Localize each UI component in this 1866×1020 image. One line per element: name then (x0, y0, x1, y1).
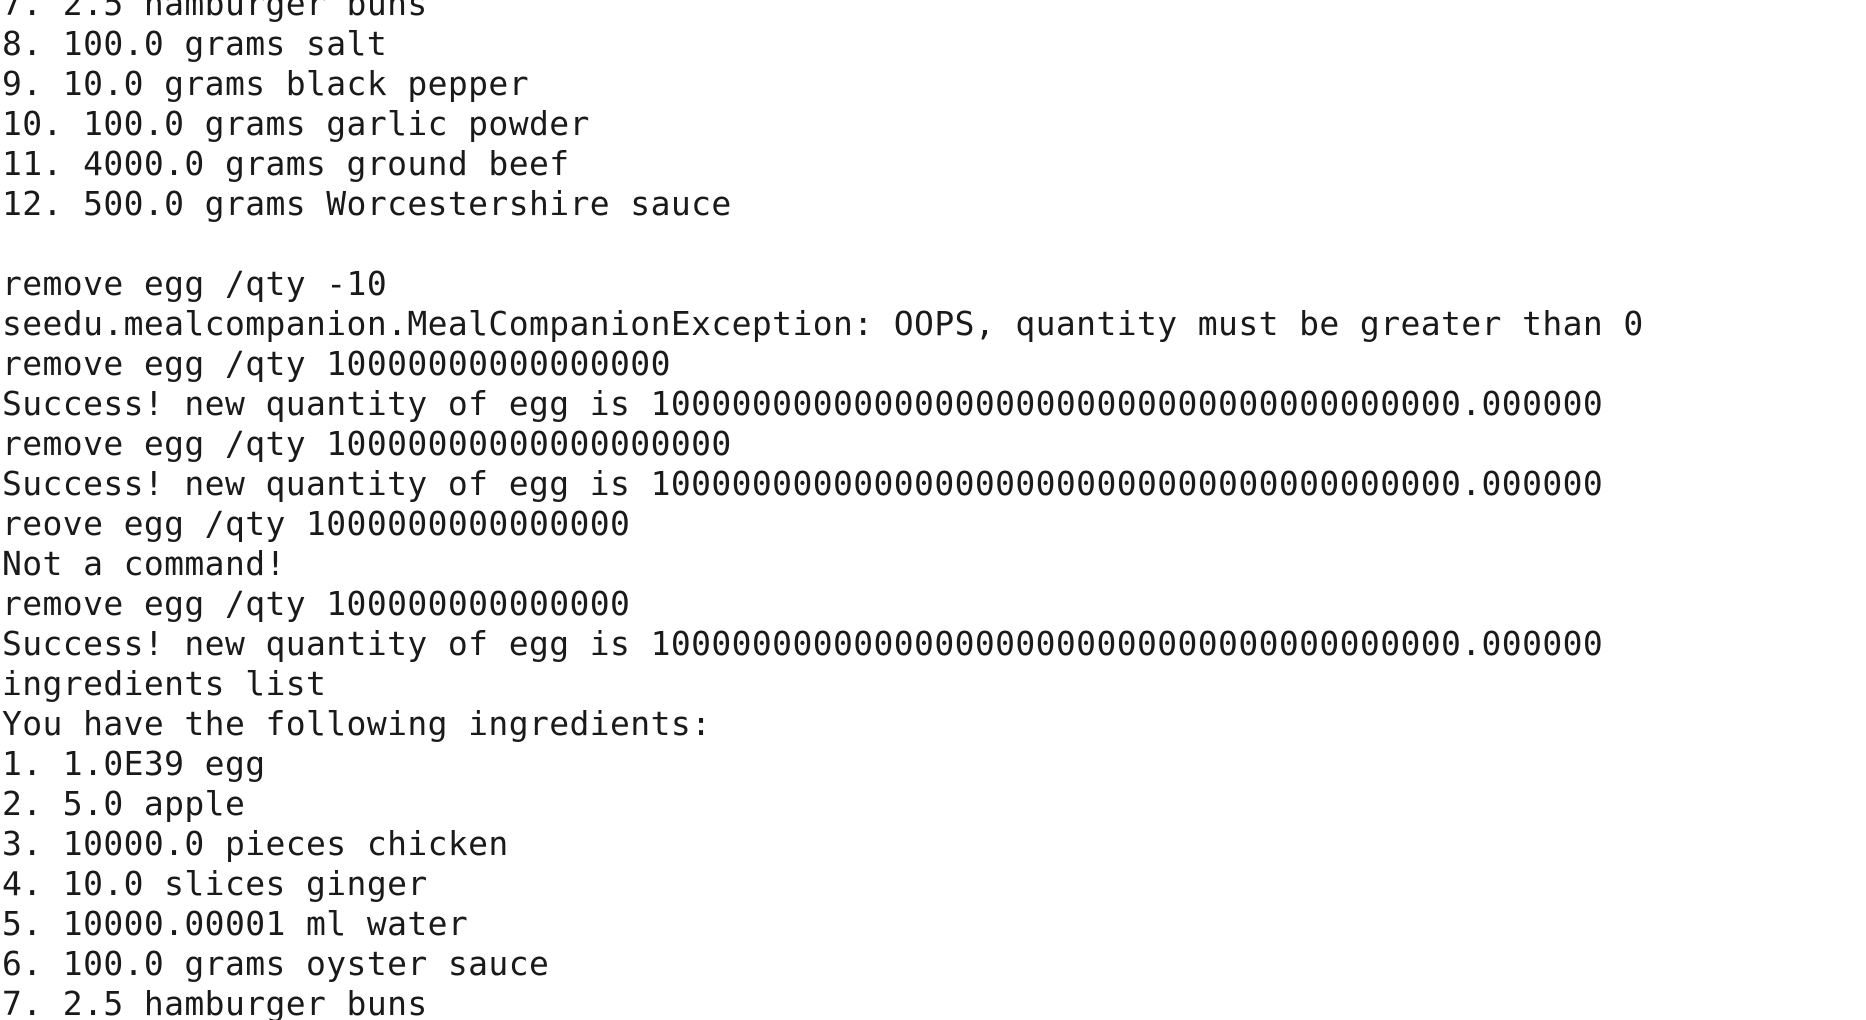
terminal-command-line: reove egg /qty 1000000000000000 (2, 504, 631, 543)
terminal-command-line: remove egg /qty 10000000000000000 (2, 344, 671, 383)
terminal-line: 3. 10000.0 pieces chicken (2, 824, 509, 863)
terminal-line: 1. 1.0E39 egg (2, 744, 266, 783)
terminal-line: 7. 2.5 hamburger buns (2, 984, 428, 1020)
terminal-command-line: remove egg /qty -10 (2, 264, 388, 303)
terminal-line: 8. 100.0 grams salt (2, 24, 388, 63)
terminal-output: 7. 2.5 hamburger buns 8. 100.0 grams sal… (2, 0, 1644, 1020)
terminal-line: 9. 10.0 grams black pepper (2, 64, 529, 103)
terminal-line: 2. 5.0 apple (2, 784, 246, 823)
terminal-line: 4. 10.0 slices ginger (2, 864, 428, 903)
terminal-line: 11. 4000.0 grams ground beef (2, 144, 570, 183)
terminal-line: 12. 500.0 grams Worcestershire sauce (2, 184, 732, 223)
terminal-line: 5. 10000.00001 ml water (2, 904, 469, 943)
terminal-line: 6. 100.0 grams oyster sauce (2, 944, 550, 983)
terminal-line: You have the following ingredients: (2, 704, 712, 743)
terminal-error-line: Not a command! (2, 544, 286, 583)
terminal-success-line: Success! new quantity of egg is 10000000… (2, 464, 1604, 503)
terminal-blank-line (2, 224, 1644, 264)
terminal-success-line: Success! new quantity of egg is 10000000… (2, 624, 1604, 663)
terminal-command-line: remove egg /qty 100000000000000 (2, 584, 631, 623)
terminal-success-line: Success! new quantity of egg is 10000000… (2, 384, 1604, 423)
terminal-error-line: seedu.mealcompanion.MealCompanionExcepti… (2, 304, 1644, 343)
terminal-line: 7. 2.5 hamburger buns (2, 0, 428, 23)
terminal-command-line: remove egg /qty 10000000000000000000 (2, 424, 732, 463)
terminal-command-line: ingredients list (2, 664, 327, 703)
terminal-line: 10. 100.0 grams garlic powder (2, 104, 590, 143)
